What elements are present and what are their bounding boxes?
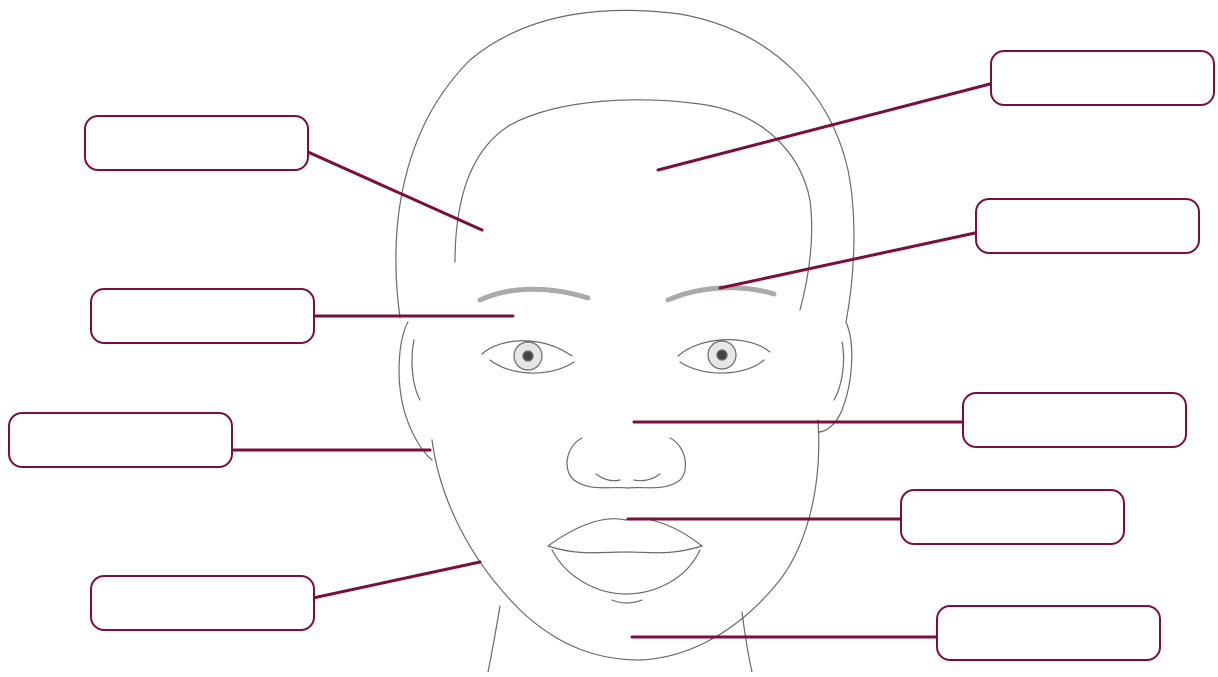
neck-right: [742, 612, 752, 672]
connector-forehead-center: [658, 84, 990, 170]
left-ear: [399, 322, 432, 460]
label-box-brow-center[interactable]: [90, 288, 315, 344]
left-eyebrow: [480, 289, 588, 300]
upper-lip: [548, 519, 702, 553]
right-eyebrow: [668, 288, 774, 300]
connector-forehead-left: [308, 152, 482, 230]
face-contour: [432, 420, 819, 660]
right-ear: [818, 322, 852, 432]
label-box-upper-lip[interactable]: [900, 489, 1125, 545]
label-box-forehead-left[interactable]: [84, 115, 309, 171]
label-box-eyebrow[interactable]: [975, 198, 1200, 254]
label-box-ear[interactable]: [8, 412, 233, 468]
lower-lip: [552, 550, 700, 594]
label-box-nose-bridge[interactable]: [962, 392, 1187, 448]
connector-eyebrow: [720, 233, 975, 288]
connector-jaw: [313, 562, 480, 598]
nose: [567, 438, 685, 488]
neck-left: [488, 606, 500, 672]
label-box-forehead-center[interactable]: [990, 50, 1215, 106]
label-box-jaw[interactable]: [90, 575, 315, 631]
label-box-chin[interactable]: [936, 605, 1161, 661]
